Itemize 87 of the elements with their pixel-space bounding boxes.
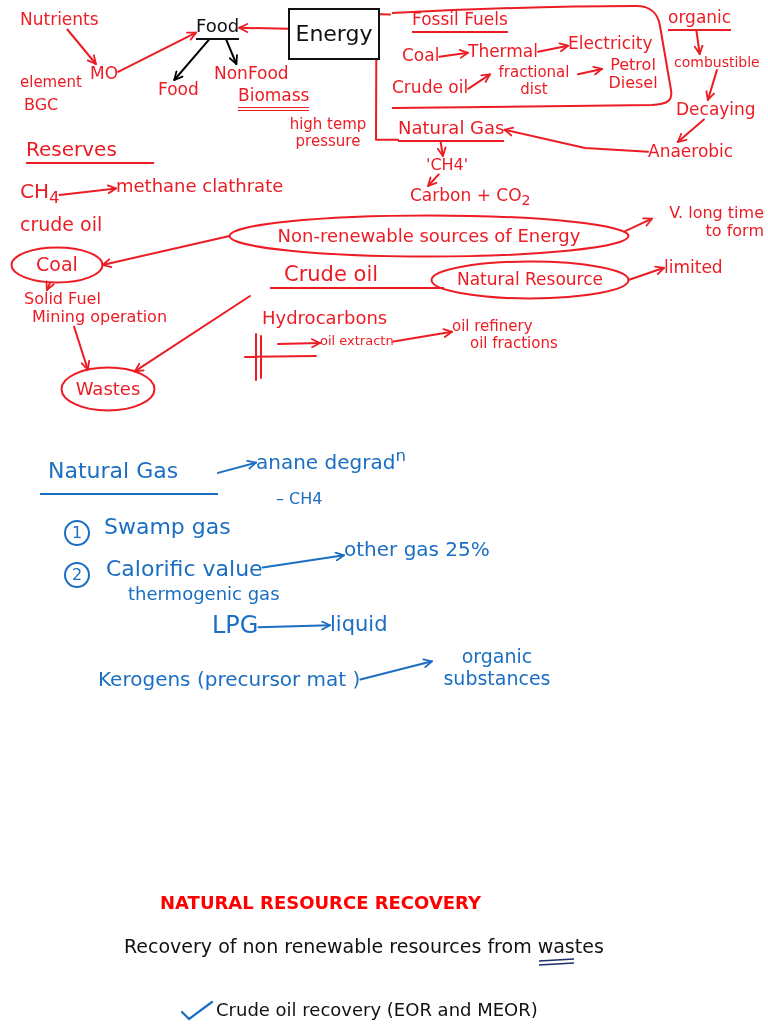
note-text: Carbon + CO$_{2}$	[410, 186, 531, 209]
arrow	[277, 338, 321, 349]
arrow	[537, 42, 569, 53]
note-text: BGC	[24, 96, 59, 115]
note-text: 'CH4'	[426, 156, 469, 175]
connector-line	[375, 59, 399, 141]
circled-number: 2	[64, 562, 90, 588]
arrow	[58, 184, 117, 196]
note-text: anane degrad$^{n}$	[256, 446, 406, 474]
arrow	[133, 295, 251, 373]
note-text: Solid Fuel	[24, 290, 101, 309]
heading-text: Fossil Fuels	[412, 10, 508, 33]
arrow	[438, 49, 469, 59]
arrow	[577, 65, 603, 76]
note-text: organic	[668, 8, 732, 31]
note-text: oil fractions	[470, 335, 558, 353]
arrow	[627, 265, 665, 281]
arrow	[101, 235, 231, 268]
arrow	[238, 23, 289, 33]
note-text: Food	[158, 80, 199, 100]
note-text: oil refinery	[452, 318, 533, 336]
note-text: CH$_{4}$	[20, 180, 60, 208]
note-text: liquid	[330, 612, 388, 637]
arrow	[693, 29, 704, 55]
arrow	[257, 620, 331, 631]
note-text: methane clathrate	[116, 176, 284, 197]
note-text: Petrol Diesel	[602, 56, 664, 93]
note-text: Biomass	[238, 86, 310, 111]
arrow	[467, 73, 491, 90]
note-text: Anaerobic	[648, 142, 734, 162]
note-text: Hydrocarbons	[262, 308, 388, 329]
arrow	[359, 658, 433, 681]
circled-number: 1	[64, 520, 90, 546]
note-text: Crude oil	[270, 262, 444, 290]
note-text: crude oil	[20, 214, 103, 236]
note-text: NonFood	[214, 64, 289, 84]
arrow	[217, 459, 257, 474]
arrow	[73, 325, 91, 371]
note-text: Electricity	[568, 34, 653, 54]
node-text: Energy	[295, 21, 373, 47]
note-text: Natural Gas	[40, 458, 218, 496]
note-text: LPG	[212, 612, 259, 640]
arrow	[66, 28, 97, 65]
body-text: Crude oil recovery (EOR and MEOR)	[216, 1000, 538, 1021]
arrow	[705, 69, 718, 101]
arrow	[427, 173, 440, 187]
note-text: Thermal	[468, 42, 538, 62]
node-text: Coal	[36, 254, 78, 276]
note-text: V. long time to form	[652, 204, 764, 241]
body-text: Recovery of non renewable resources from wastes	[124, 936, 604, 958]
note-text: Crude oil	[392, 78, 469, 98]
arrow	[261, 551, 345, 569]
node-text: Wastes	[75, 378, 141, 400]
note-text: Swamp gas	[104, 514, 231, 540]
note-text: Natural Gas	[398, 118, 505, 142]
title-text: NATURAL RESOURCE RECOVERY	[160, 893, 481, 914]
arrow	[45, 280, 55, 291]
note-text: fractional dist	[490, 64, 578, 99]
note-text: element	[20, 74, 82, 92]
note-text: combustible	[674, 54, 760, 71]
note-text: Food	[196, 16, 240, 40]
note-text: Kerogens (precursor mat )	[98, 668, 361, 691]
outlined-box	[288, 8, 380, 60]
arrow	[225, 38, 238, 65]
arrow	[623, 217, 653, 233]
arrow	[173, 38, 210, 81]
node-text: Natural Resource	[456, 270, 604, 290]
heading-text: Reserves	[26, 138, 154, 164]
connector-line	[379, 13, 391, 16]
arrow	[436, 140, 447, 157]
arrow	[392, 328, 453, 343]
note-text: Calorific value	[106, 556, 263, 582]
note-text: oil extractn	[320, 334, 394, 349]
note-text: Mining operation	[32, 308, 168, 327]
note-text: other gas 25%	[344, 538, 490, 561]
note-text: thermogenic gas	[128, 584, 280, 605]
note-text: Coal	[402, 46, 440, 66]
node-text: Non-renewable sources of Energy	[277, 225, 581, 247]
note-text: Decaying	[676, 100, 756, 120]
arrow	[117, 31, 197, 73]
arrow	[676, 118, 705, 143]
note-text: – CH4	[276, 490, 323, 509]
note-text: Nutrients	[20, 10, 99, 30]
note-text: limited	[664, 258, 723, 278]
arrow	[503, 126, 649, 153]
note-text: MO	[90, 64, 119, 84]
note-text: organic substances	[432, 646, 562, 690]
